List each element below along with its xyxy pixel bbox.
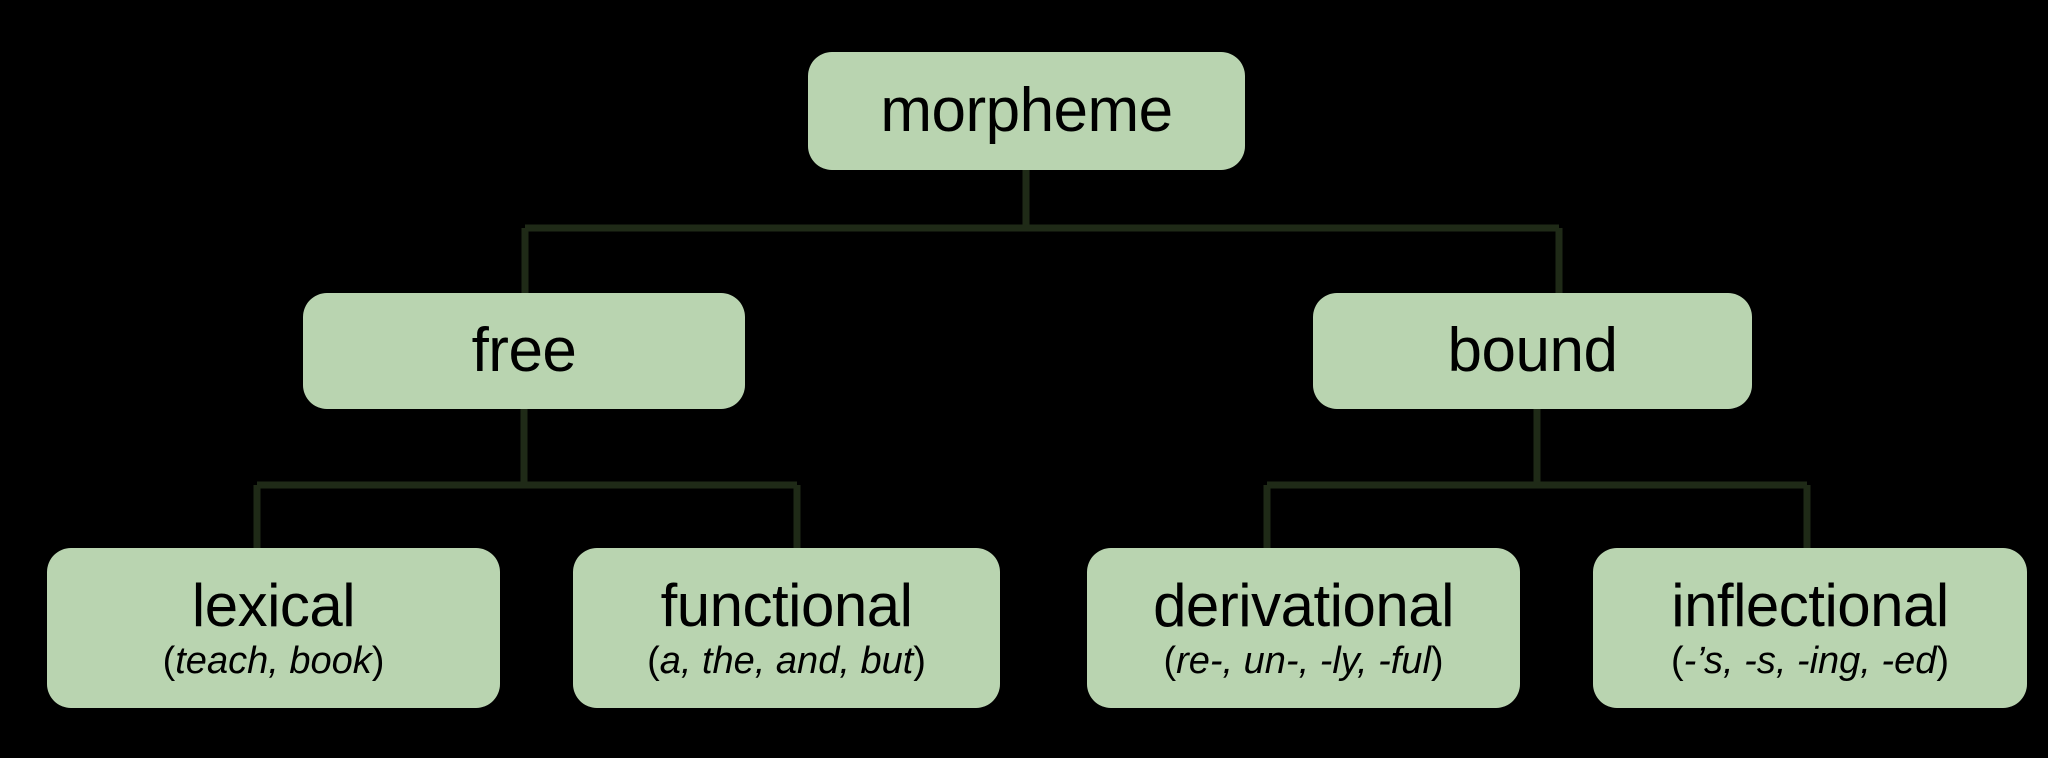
paren-open: ( xyxy=(162,640,176,682)
paren-close: ) xyxy=(1430,640,1444,682)
paren-open: ( xyxy=(647,640,660,682)
node-derivational-examples: (re-, un-, -ly, -ful) xyxy=(1163,642,1443,680)
node-inflectional-label: inflectional xyxy=(1671,572,1949,639)
node-inflectional[interactable]: inflectional (-’s, -s, -ing, -ed) xyxy=(1593,548,2027,708)
node-derivational[interactable]: derivational (re-, un-, -ly, -ful) xyxy=(1087,548,1520,708)
paren-close: ) xyxy=(1936,640,1949,682)
paren-open: ( xyxy=(1670,640,1684,682)
paren-close: ) xyxy=(371,640,385,682)
node-lexical-label: lexical xyxy=(191,572,356,639)
node-derivational-label: derivational xyxy=(1153,572,1454,639)
node-functional-examples: (a, the, and, but) xyxy=(647,642,926,680)
node-functional-label: functional xyxy=(660,572,913,639)
paren-open: ( xyxy=(1163,640,1177,682)
node-free[interactable]: free xyxy=(303,293,745,409)
node-inflectional-examples: (-’s, -s, -ing, -ed) xyxy=(1671,642,1949,680)
node-lexical-examples: (teach, book) xyxy=(163,642,385,680)
node-morpheme[interactable]: morpheme xyxy=(808,52,1245,170)
example-words: -’s, -s, -ing, -ed xyxy=(1683,640,1937,682)
example-words: a, the, and, but xyxy=(659,640,914,682)
node-bound-label: bound xyxy=(1447,316,1618,385)
node-morpheme-label: morpheme xyxy=(880,76,1173,145)
node-bound[interactable]: bound xyxy=(1313,293,1752,409)
example-words: teach, book xyxy=(175,640,372,682)
node-lexical[interactable]: lexical (teach, book) xyxy=(47,548,500,708)
node-free-label: free xyxy=(471,316,577,385)
node-functional[interactable]: functional (a, the, and, but) xyxy=(573,548,1000,708)
paren-close: ) xyxy=(913,640,926,682)
example-words: re-, un-, -ly, -ful xyxy=(1176,640,1431,682)
